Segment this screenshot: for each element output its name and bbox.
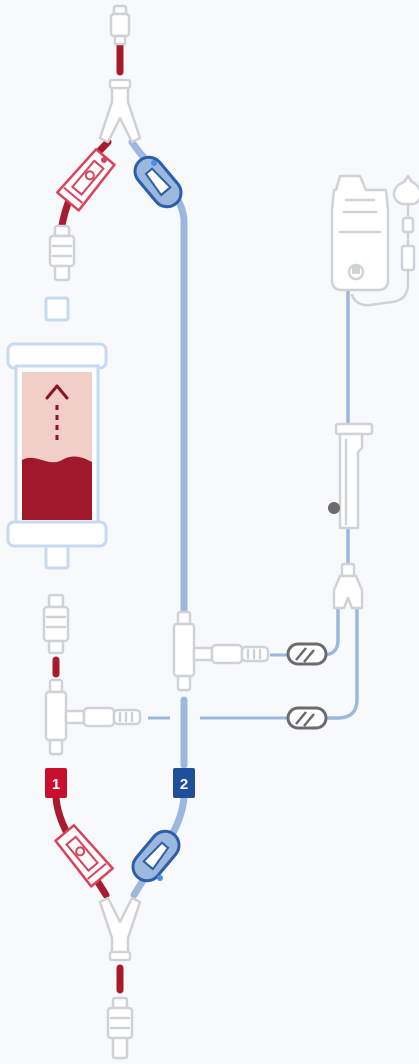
luer-connector-upper [48,224,76,282]
line-2-badge: 2 [173,768,195,798]
y-connector-right [332,562,364,610]
roller-clamp-red-top-dot [101,157,107,163]
line-2-label: 2 [180,776,188,793]
luer-connector-lower [42,593,70,655]
t-connector-left [44,678,142,756]
roller-clamp-blue-bottom[interactable] [127,826,184,887]
top-spike-connector [109,4,131,46]
roller-clamp-red-bottom[interactable] [54,824,114,888]
roller-clamp-blue-top-dot [151,160,157,166]
line-1-label: 1 [52,776,60,793]
top-y-connector [98,78,142,144]
roller-clamp-red-top[interactable] [56,148,116,212]
filter-blood-level [22,456,92,520]
iv-bag-icon [330,174,390,292]
line-1-badge: 1 [45,768,67,798]
pinch-clamp-upper[interactable] [286,642,328,666]
pinch-clamp-lower[interactable] [286,706,328,730]
pressure-bulb-icon [350,174,419,307]
roller-clamp-blue-top[interactable] [129,152,186,213]
blood-filter [6,296,108,570]
blue-branch-lower [320,605,359,720]
drip-chamber [328,422,374,530]
t-connector-right [172,610,270,692]
arrow-up-icon [45,384,69,440]
blue-tube-main [128,138,188,616]
bottom-y-connector [98,896,142,962]
roller-clamp-blue-bottom-dot [157,875,163,881]
luer-connector-bottom [106,996,134,1060]
